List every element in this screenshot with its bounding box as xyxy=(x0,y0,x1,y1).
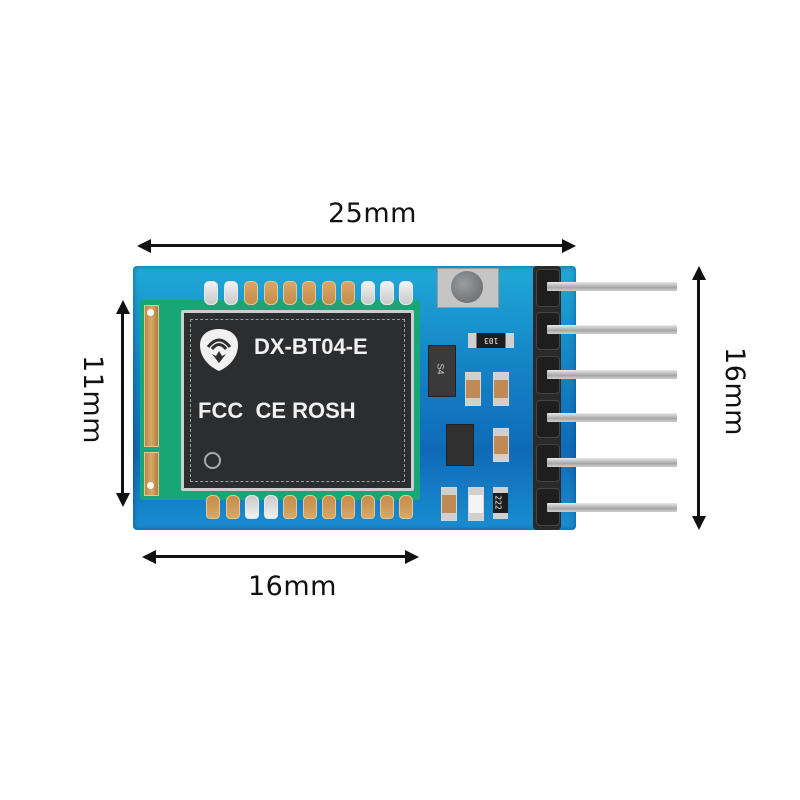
diode: S4 xyxy=(428,345,456,397)
dimension-line-top xyxy=(150,244,562,247)
dimension-label-bottom-width: 16mm xyxy=(248,571,337,602)
pad xyxy=(399,281,413,305)
pad xyxy=(224,281,238,305)
led xyxy=(468,487,484,521)
arrow-left-icon xyxy=(137,239,151,253)
antenna-hole xyxy=(147,482,154,489)
pad xyxy=(399,495,413,519)
pad xyxy=(361,281,375,305)
voltage-regulator xyxy=(446,424,474,466)
pad xyxy=(283,281,297,305)
pad xyxy=(341,495,355,519)
pad xyxy=(283,495,297,519)
shield-border xyxy=(190,319,405,482)
pad xyxy=(264,495,278,519)
pad xyxy=(302,281,316,305)
resistor-222: 222 xyxy=(493,487,508,519)
pcb-antenna-feed xyxy=(144,452,159,496)
pad xyxy=(380,495,394,519)
header-pin xyxy=(547,370,677,379)
pad xyxy=(322,281,336,305)
arrow-down-icon xyxy=(116,493,130,507)
pcb-antenna xyxy=(144,305,159,447)
diode-code: S4 xyxy=(435,363,446,375)
pad xyxy=(245,495,259,519)
pad xyxy=(204,281,218,305)
arrow-up-icon xyxy=(116,300,130,314)
dimension-line-left xyxy=(121,313,124,493)
pad xyxy=(380,281,394,305)
arrow-right-icon xyxy=(405,550,419,564)
module-model-label: DX-BT04-E xyxy=(254,334,368,359)
capacitor xyxy=(493,428,509,462)
resistor-code: 103 xyxy=(483,336,499,345)
arrow-down-icon xyxy=(692,516,706,530)
pad xyxy=(303,495,317,519)
pad xyxy=(226,495,240,519)
arrow-up-icon xyxy=(692,266,706,280)
mounting-hole xyxy=(204,452,221,469)
pad xyxy=(264,281,278,305)
capacitor xyxy=(465,372,481,406)
brand-logo-icon xyxy=(200,329,238,371)
arrow-left-icon xyxy=(142,550,156,564)
pad xyxy=(206,495,220,519)
antenna-hole xyxy=(147,309,154,316)
header-pin xyxy=(547,503,677,512)
arrow-right-icon xyxy=(562,239,576,253)
pad xyxy=(244,281,258,305)
dimension-label-left-height: 11mm xyxy=(76,355,108,444)
header-pin xyxy=(547,325,677,334)
header-pin xyxy=(547,458,677,467)
resistor-code: 222 xyxy=(493,495,503,510)
switch-cap xyxy=(451,271,483,303)
pin-header xyxy=(533,266,561,530)
pad xyxy=(341,281,355,305)
resistor-103: 103 xyxy=(468,333,514,348)
capacitor xyxy=(493,372,509,406)
pad xyxy=(361,495,375,519)
capacitor xyxy=(441,487,457,521)
certification-label: FCC CE ROSH xyxy=(198,398,356,423)
dimension-line-right xyxy=(697,280,700,518)
dimension-label-top-width: 25mm xyxy=(328,198,417,229)
dimension-line-bottom xyxy=(156,555,406,558)
pad xyxy=(322,495,336,519)
header-pin xyxy=(547,282,677,291)
header-pin xyxy=(547,413,677,422)
dimension-label-right-height: 16mm xyxy=(718,347,750,436)
